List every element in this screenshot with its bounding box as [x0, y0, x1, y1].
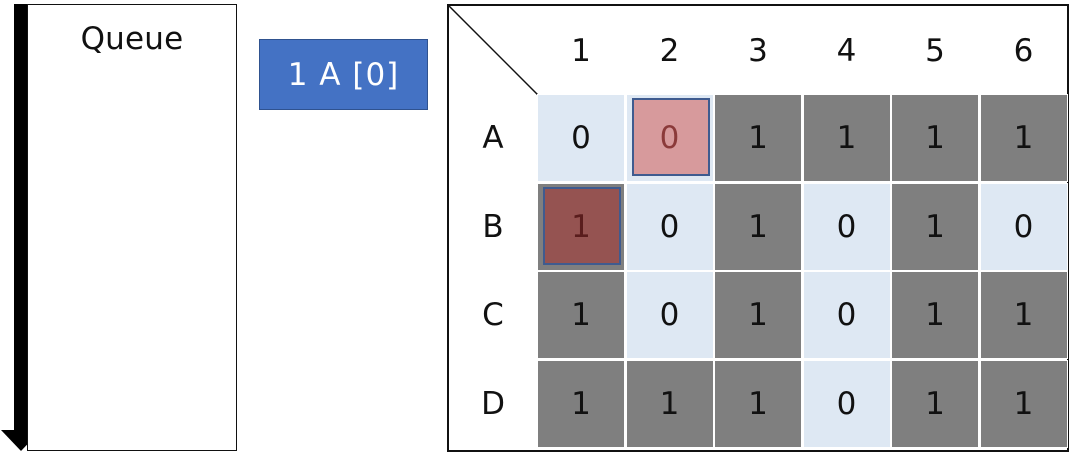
queue-direction-arrow-shaft	[14, 4, 28, 432]
grid-cell[interactable]: 1	[714, 182, 802, 271]
cell-value: 1	[748, 385, 768, 422]
cell-value: 0	[659, 297, 680, 333]
cell-value: 0	[571, 120, 591, 156]
start-cell-marker	[543, 186, 621, 265]
cell-value: 1	[571, 208, 591, 245]
cell-value: 1	[836, 120, 857, 156]
cell-value: 1	[1013, 385, 1034, 422]
grid-cell[interactable]: 1	[537, 271, 625, 359]
column-header: 5	[925, 33, 945, 69]
grid-cell[interactable]: 1	[714, 359, 802, 448]
cell-value: 1	[571, 297, 591, 333]
column-header: 3	[748, 33, 768, 69]
grid-cell[interactable]: 0	[802, 359, 891, 448]
grid-cell[interactable]: 1	[891, 182, 979, 271]
current-node-badge: 1 A [0]	[259, 39, 428, 110]
cell-value: 1	[1013, 120, 1034, 156]
row-header: A	[482, 120, 504, 156]
grid-cell[interactable]: 1	[802, 94, 891, 182]
grid-cell[interactable]: 0	[802, 271, 891, 359]
column-header: 2	[659, 33, 680, 69]
cell-value: 0	[659, 208, 680, 245]
cell-value: 1	[1013, 297, 1034, 333]
row-header: B	[482, 208, 504, 245]
cell-value: 1	[748, 297, 768, 333]
cell-value: 0	[836, 385, 857, 422]
grid-cell[interactable]: 1	[891, 271, 979, 359]
grid-cell[interactable]: 0	[979, 182, 1068, 271]
cell-value: 1	[925, 385, 945, 422]
grid-cell[interactable]: 1	[714, 271, 802, 359]
grid-cell[interactable]: 1	[979, 271, 1068, 359]
cell-value: 0	[659, 120, 680, 156]
grid-cell[interactable]: 0	[537, 94, 625, 182]
row-header: C	[482, 297, 504, 333]
cell-value: 1	[748, 120, 768, 156]
cell-value: 1	[571, 385, 591, 422]
row-header: D	[481, 385, 505, 422]
grid-cell[interactable]: 1	[979, 359, 1068, 448]
column-header: 1	[571, 33, 591, 69]
grid-cell[interactable]: 0	[802, 182, 891, 271]
cell-value: 0	[1013, 208, 1034, 245]
cell-value: 1	[748, 208, 768, 245]
cell-value: 0	[836, 297, 857, 333]
grid-cell[interactable]: 0	[625, 271, 714, 359]
queue-title: Queue	[80, 21, 184, 57]
cell-value: 0	[836, 208, 857, 245]
grid-cell[interactable]: 1	[537, 182, 625, 271]
queue-box: Queue	[27, 4, 237, 451]
current-cell-marker	[631, 98, 710, 176]
cell-value: 1	[925, 120, 945, 156]
cell-value: 1	[925, 297, 945, 333]
column-header: 6	[1013, 33, 1034, 69]
grid-cell[interactable]: 1	[891, 359, 979, 448]
cell-value: 1	[925, 208, 945, 245]
grid-cell[interactable]: 1	[979, 94, 1068, 182]
column-header: 4	[836, 33, 857, 69]
grid-cell[interactable]: 1	[891, 94, 979, 182]
grid-corner-diagonal	[449, 6, 539, 96]
grid-cell[interactable]: 1	[537, 359, 625, 448]
grid-cell[interactable]: 0	[625, 182, 714, 271]
grid-cell[interactable]: 1	[714, 94, 802, 182]
grid-cell[interactable]: 1	[625, 359, 714, 448]
cell-value: 1	[659, 385, 680, 422]
grid-cell[interactable]: 0	[625, 94, 714, 182]
